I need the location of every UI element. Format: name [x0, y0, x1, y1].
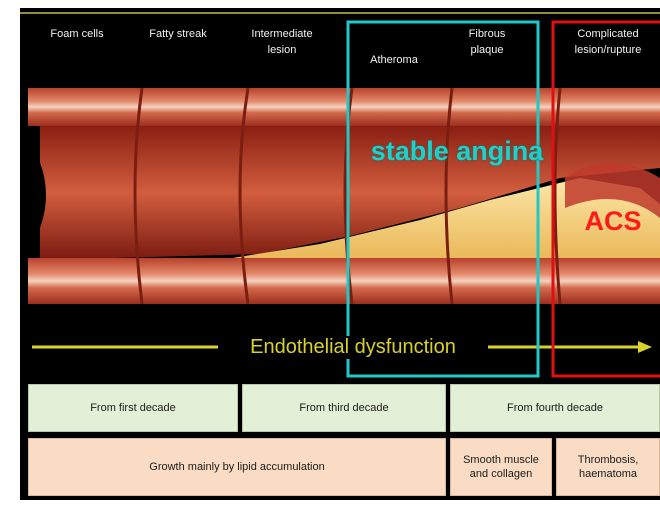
stage-fatty-streak: Fatty streak	[146, 26, 210, 42]
stage-complicated-lesion: Complicated lesion/rupture	[558, 26, 658, 58]
stage-atheroma: Atheroma	[354, 52, 434, 68]
upper-artery-wall	[28, 88, 660, 126]
lower-artery-wall	[28, 258, 660, 304]
atherosclerosis-diagram: Foam cells Fatty streak Intermediate les…	[20, 8, 660, 500]
endothelial-dysfunction-label: Endothelial dysfunction	[218, 336, 488, 359]
stable-angina-label: stable angina	[368, 136, 546, 167]
timeline-fourth-decade: From fourth decade	[450, 384, 660, 432]
stage-fibrous-plaque: Fibrous plaque	[454, 26, 520, 58]
growth-lipid: Growth mainly by lipid accumulation	[28, 438, 446, 496]
timeline-third-decade: From third decade	[242, 384, 446, 432]
stage-intermediate-lesion: Intermediate lesion	[242, 26, 322, 58]
timeline-first-decade: From first decade	[28, 384, 238, 432]
stage-foam-cells: Foam cells	[42, 26, 112, 42]
endothelial-arrow-head	[638, 341, 652, 353]
growth-thrombosis: Thrombosis, haematoma	[556, 438, 660, 496]
acs-label: ACS	[566, 206, 660, 237]
growth-smooth-muscle: Smooth muscle and collagen	[450, 438, 552, 496]
